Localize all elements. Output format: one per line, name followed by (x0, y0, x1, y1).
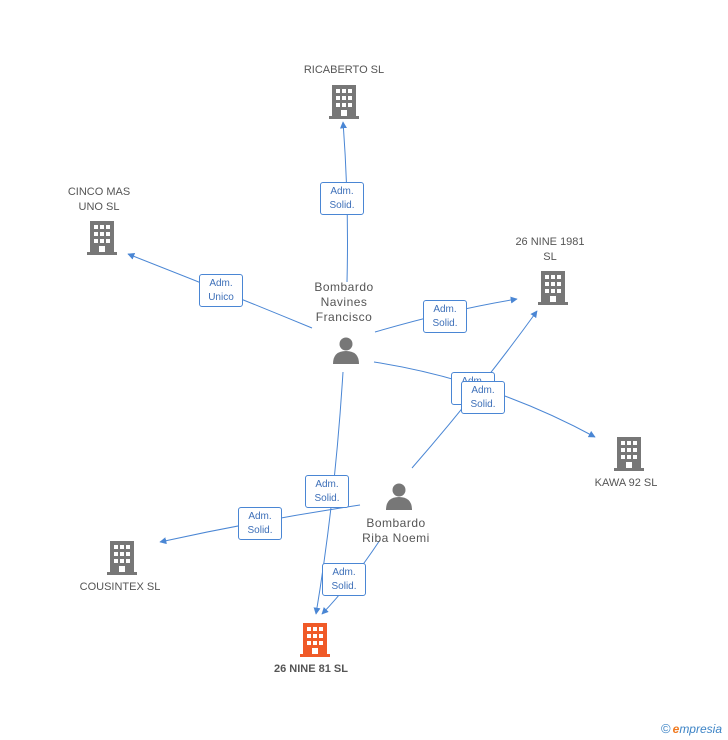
edge-label-line: Solid. (470, 399, 496, 410)
edge-label-line: Adm. (332, 567, 356, 578)
edge-label-line: Adm. (433, 304, 457, 315)
edge-label-line: Solid. (247, 525, 273, 536)
company-label-ricaberto[interactable]: RICABERTO SL (303, 64, 385, 76)
person-label-riba[interactable]: Bombardo Riba Noemi (362, 516, 430, 545)
person-label-navines[interactable]: Bombardo Navines Francisco (314, 280, 374, 324)
edge-label-nine81-a: Adm. Solid. (305, 475, 349, 508)
edge-label-line: Solid. (432, 318, 458, 329)
building-icon-kawa[interactable] (614, 437, 644, 471)
edge-label-ricaberto: Adm. Solid. (320, 182, 364, 215)
edge-label-nine81-b: Adm. Solid. (322, 563, 366, 596)
company-label-kawa[interactable]: KAWA 92 SL (594, 477, 658, 489)
edge-label-cousintex: Adm. Solid. (238, 507, 282, 540)
edge-label-line: Adm. (315, 479, 339, 490)
copyright-symbol: © (661, 721, 671, 736)
building-icon-nine81[interactable] (300, 623, 330, 657)
person-icon-navines[interactable] (332, 336, 360, 364)
building-icon-cousintex[interactable] (107, 541, 137, 575)
building-icon-cinco[interactable] (87, 221, 117, 255)
edge-label-line: Unico (208, 292, 234, 303)
company-label-nine81[interactable]: 26 NINE 81 SL (274, 663, 348, 675)
edge-label-cinco: Adm. Unico (199, 274, 243, 307)
empresia-logo[interactable]: ©empresia (661, 721, 722, 736)
edge-label-nine1981: Adm. Solid. (423, 300, 467, 333)
edge-label-line: Solid. (329, 200, 355, 211)
company-label-cousintex[interactable]: COUSINTEX SL (79, 581, 161, 593)
edge-label-line: Solid. (331, 581, 357, 592)
edge-label-line: Solid. (314, 493, 340, 504)
company-label-nine1981[interactable]: 26 NINE 1981 SL (515, 236, 585, 263)
edge-label-line: Adm. (248, 511, 272, 522)
company-label-cinco[interactable]: CINCO MAS UNO SL (67, 186, 131, 213)
logo-e: e (672, 722, 680, 736)
building-icon-ricaberto[interactable] (329, 85, 359, 119)
building-icon-nine1981[interactable] (538, 271, 568, 305)
edge-label-line: Adm. (330, 186, 354, 197)
edge-label-line: Adm. (209, 278, 233, 289)
edge-label-kawa: Adm. Solid. (461, 381, 505, 414)
person-icon-riba[interactable] (385, 482, 413, 510)
edge-label-line: Adm. (471, 385, 495, 396)
logo-text: mpresia (679, 722, 722, 736)
